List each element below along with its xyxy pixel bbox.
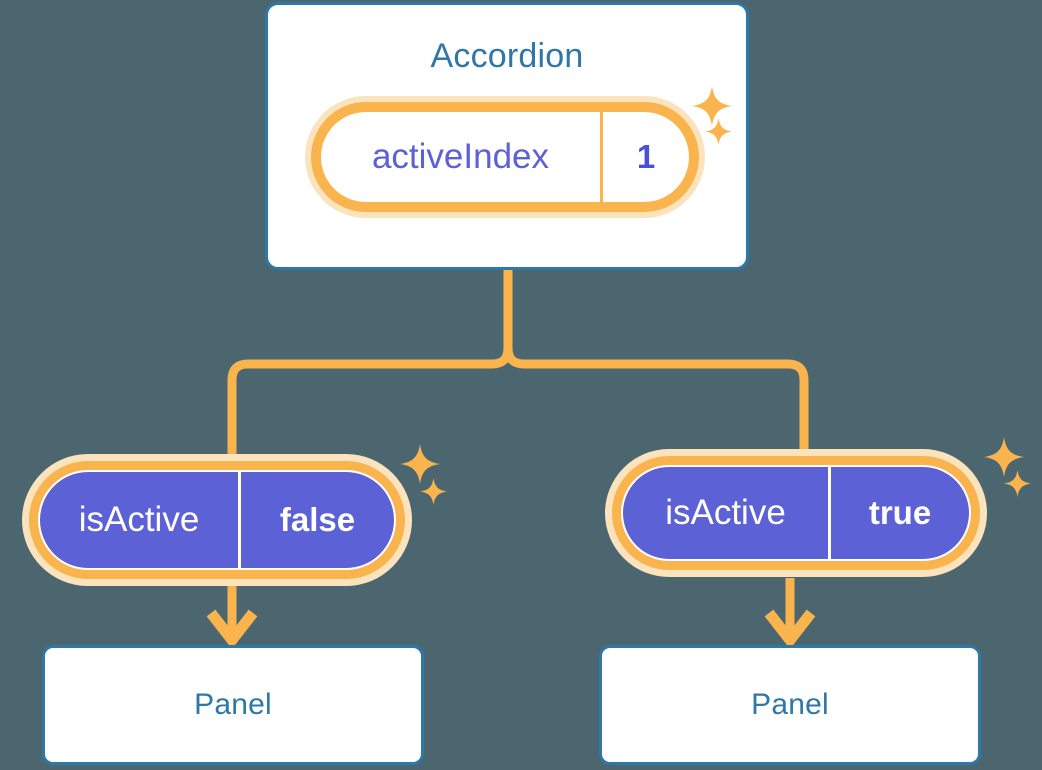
state-pill-active-index[interactable]: activeIndex 1 [305,96,705,218]
pill-body: isActive true [621,465,971,561]
state-pill-is-active-true[interactable]: isActive true [605,449,987,577]
state-key-label: isActive [623,467,831,559]
panel-title: Panel [751,688,829,721]
panel-title: Panel [194,688,272,721]
sparkle-icon [1004,470,1031,497]
pill-body: isActive false [38,470,396,570]
connector-root-to-left [227,265,513,460]
pill-body: activeIndex 1 [321,112,689,202]
sparkle-icon [984,437,1024,477]
connector-root-to-right [503,265,809,455]
state-key-label: isActive [40,472,241,568]
state-pill-is-active-false[interactable]: isActive false [22,454,412,586]
arrow-down-icon-left [206,609,258,649]
panel-node-card-right[interactable]: Panel [599,645,981,765]
state-value-label: 1 [636,138,656,175]
page-title: Accordion [430,37,584,75]
state-value-label: false [279,501,356,538]
sparkle-icon [420,478,447,505]
arrow-down-icon-right [764,609,816,649]
panel-node-card-left[interactable]: Panel [42,645,424,765]
state-key-label: activeIndex [321,112,603,202]
state-value-label: true [868,494,932,531]
